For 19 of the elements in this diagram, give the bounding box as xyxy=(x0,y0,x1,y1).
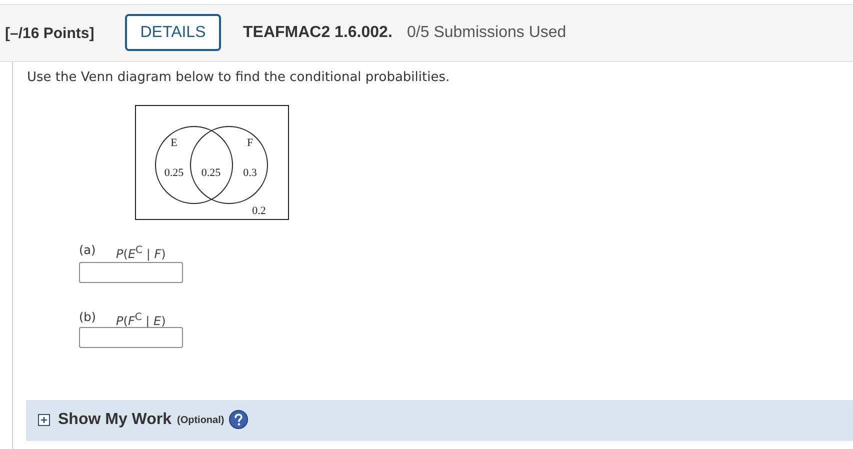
optional-note: (Optional) xyxy=(177,415,224,427)
probability-expression: P(E$^{C}$ | F) xyxy=(116,244,166,262)
probability-value: 0.2 xyxy=(252,205,266,217)
submission-count: 0/5 Submissions Used xyxy=(407,23,566,43)
section-title: Show My Work xyxy=(58,410,172,429)
problem-id: TEAFMAC2 1.6.002. xyxy=(243,23,392,43)
part-label: (a) xyxy=(79,243,96,258)
set-circle xyxy=(155,126,233,204)
details-button: DETAILS xyxy=(125,14,221,51)
set-circle xyxy=(190,126,268,204)
probability-value: 0.25 xyxy=(164,167,184,179)
set-label: F xyxy=(246,137,254,149)
probability-value: 0.25 xyxy=(201,167,221,179)
points-label: [–/16 Points] xyxy=(5,24,94,43)
instruction-text: Use the Venn diagram below to find the conditional probabilities. xyxy=(27,70,450,86)
probability-value: 0.3 xyxy=(243,167,257,179)
part-label: (b) xyxy=(79,310,96,325)
universe-rectangle xyxy=(135,105,289,220)
set-label: E xyxy=(170,137,178,149)
